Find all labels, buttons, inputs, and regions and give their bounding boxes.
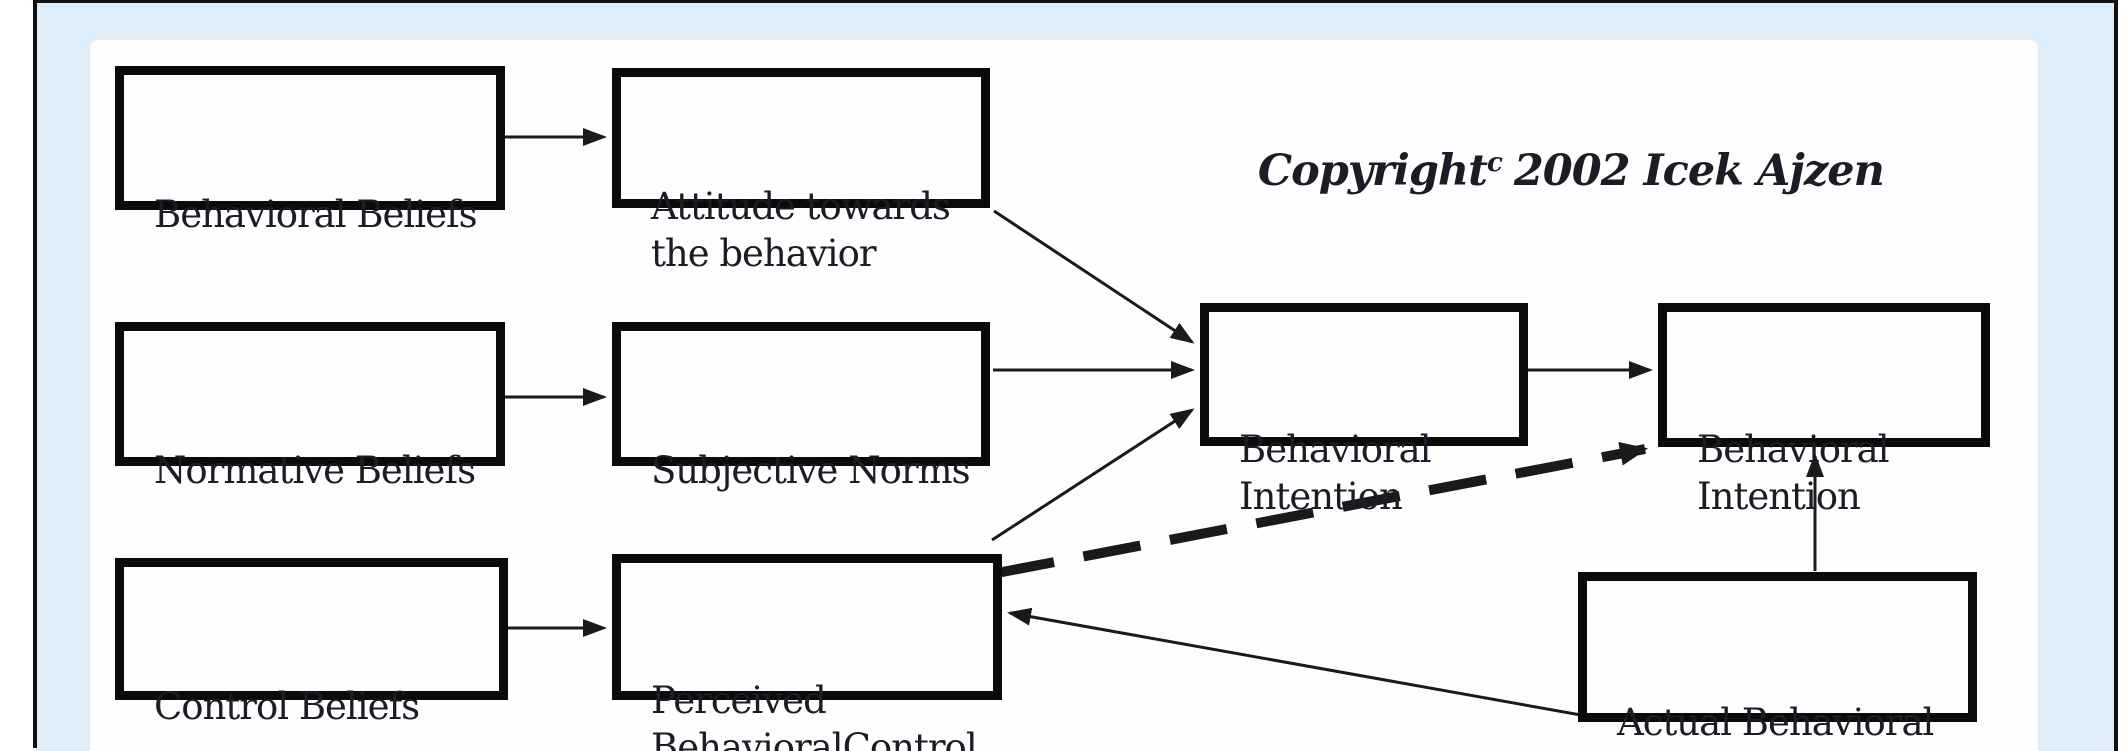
node-normative-beliefs: Normative Beliefs <box>115 322 505 492</box>
node-behavioral-intention-2: Behavioral Intention <box>1658 303 1990 518</box>
node-subjective-norms: Subjective Norms <box>612 322 990 492</box>
copyright-superscript-c: c <box>1487 148 1503 178</box>
frame-border-left <box>33 0 37 748</box>
node-perceived-behavioral-control: Perceived BehavioralControl <box>612 554 1002 751</box>
node-actual-behavioral-control-label: Actual Behavioral Control <box>1617 701 1934 751</box>
node-control-beliefs: Control Beliefs <box>115 558 508 728</box>
node-attitude-toward-behavior: Attitude towards the behavior <box>612 68 990 275</box>
frame-border-right <box>2114 0 2118 751</box>
node-behavioral-beliefs: Behavioral Beliefs <box>115 66 505 236</box>
node-behavioral-beliefs-label: Behavioral Beliefs <box>154 193 478 236</box>
frame-border-top <box>33 0 2118 3</box>
copyright-notice: Copyrightc 2002 Icek Ajzen <box>1202 96 1885 246</box>
node-subjective-norms-label: Subjective Norms <box>651 449 971 492</box>
node-control-beliefs-label: Control Beliefs <box>154 685 420 728</box>
node-perceived-behavioral-control-label: Perceived BehavioralControl <box>651 679 978 751</box>
node-behavioral-intention: Behavioral Intention <box>1200 303 1528 518</box>
node-behavioral-intention-2-label: Behavioral Intention <box>1697 428 1890 518</box>
node-actual-behavioral-control: Actual Behavioral Control <box>1578 572 1977 751</box>
copyright-year-author: 2002 Icek Ajzen <box>1513 146 1885 196</box>
node-behavioral-intention-label: Behavioral Intention <box>1239 428 1432 518</box>
node-attitude-toward-behavior-label: Attitude towards the behavior <box>651 185 951 275</box>
copyright-word: Copyright <box>1257 146 1488 196</box>
node-normative-beliefs-label: Normative Beliefs <box>154 449 476 492</box>
